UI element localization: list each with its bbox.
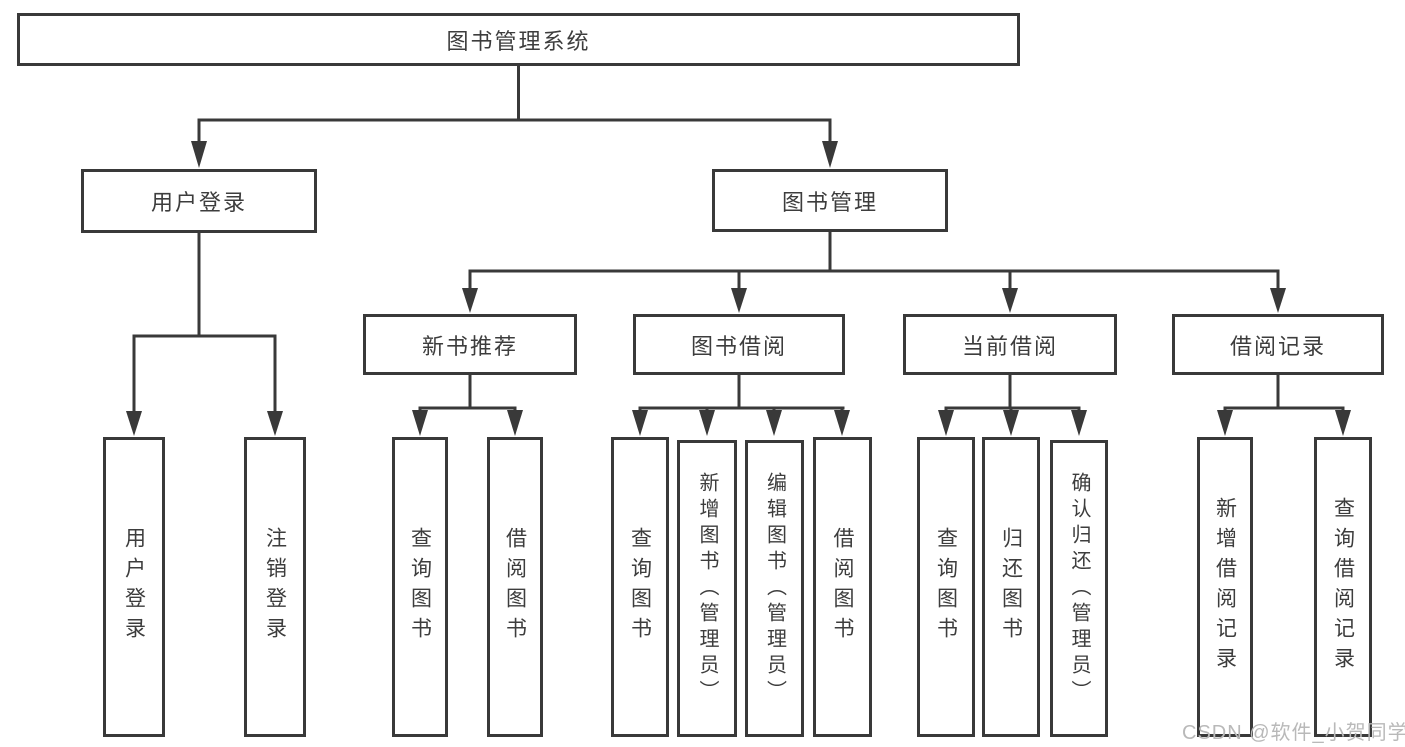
arrow-icon (1002, 288, 1018, 313)
node-book-borrowing-label: 图书借阅 (690, 333, 787, 359)
node-borrowing-records-label: 借阅记录 (1229, 333, 1326, 359)
arrow-icon (731, 288, 747, 313)
arrow-icon (412, 410, 428, 436)
node-borrowing-records: 借阅记录 (1172, 314, 1384, 375)
arrow-icon (507, 410, 523, 436)
arrow-icon (1217, 410, 1233, 436)
leaf-label: 借阅图书 (831, 527, 854, 647)
node-book-management-label: 图书管理 (781, 189, 878, 215)
leaf-confirm-return-admin: 确认归还（管理员） (1050, 440, 1108, 737)
edge-user-login-to-leaves (132, 231, 277, 415)
leaf-query-books-3: 查询图书 (917, 437, 975, 737)
leaf-label: 查询图书 (408, 527, 432, 647)
leaf-label: 注销登录 (263, 527, 287, 647)
arrow-icon (1270, 288, 1286, 313)
leaf-return-books: 归还图书 (982, 437, 1040, 737)
leaf-label: 新增图书（管理员） (696, 471, 718, 706)
leaf-edit-books-admin: 编辑图书（管理员） (745, 440, 804, 737)
node-new-book-recommend-label: 新书推荐 (421, 333, 518, 359)
leaf-logout: 注销登录 (244, 437, 306, 737)
leaf-label: 查询图书 (934, 527, 958, 647)
csdn-watermark: CSDN @软件_小贺同学 (1182, 722, 1405, 744)
edge-current-borrowing-to-leaves (944, 373, 1081, 414)
arrow-icon (699, 410, 715, 436)
edge-new-book-recommend-to-leaves (418, 373, 517, 414)
arrow-icon (1071, 410, 1087, 436)
arrow-icon (1335, 410, 1351, 436)
arrow-icon (462, 288, 478, 313)
edge-book-management-to-level3 (468, 230, 1280, 293)
edge-book-borrowing-to-leaves (638, 373, 845, 414)
node-book-management: 图书管理 (712, 169, 948, 232)
leaf-label: 查询借阅记录 (1331, 497, 1355, 677)
arrow-icon (822, 141, 838, 168)
leaf-borrow-books-1: 借阅图书 (487, 437, 543, 737)
leaf-query-books-1: 查询图书 (392, 437, 448, 737)
leaf-user-login: 用户登录 (103, 437, 165, 737)
node-user-login-label: 用户登录 (150, 190, 247, 215)
node-book-borrowing: 图书借阅 (633, 314, 845, 375)
edge-root-to-level2 (197, 64, 832, 147)
arrow-icon (267, 411, 283, 436)
leaf-label: 编辑图书（管理员） (763, 471, 786, 706)
arrow-icon (766, 410, 782, 436)
arrow-icon (191, 141, 207, 168)
leaf-label: 用户登录 (122, 527, 146, 647)
node-new-book-recommend: 新书推荐 (363, 314, 577, 375)
leaf-query-books-2: 查询图书 (611, 437, 669, 737)
leaf-label: 新增借阅记录 (1213, 497, 1237, 677)
node-user-login: 用户登录 (81, 169, 317, 233)
arrow-icon (632, 410, 648, 436)
arrow-icon (834, 410, 850, 436)
leaf-add-borrow-record: 新增借阅记录 (1197, 437, 1253, 737)
arrow-icon (126, 411, 142, 436)
arrowheads (126, 141, 1351, 436)
arrow-icon (1003, 410, 1019, 436)
leaf-add-books-admin: 新增图书（管理员） (677, 440, 737, 737)
leaf-label: 查询图书 (628, 527, 652, 647)
edge-borrowing-records-to-leaves (1223, 373, 1345, 414)
leaf-query-borrow-record: 查询借阅记录 (1314, 437, 1372, 737)
arrow-icon (938, 410, 954, 436)
leaf-label: 确认归还（管理员） (1068, 471, 1090, 706)
leaf-label: 归还图书 (999, 527, 1023, 647)
node-current-borrowing-label: 当前借阅 (961, 333, 1058, 359)
node-current-borrowing: 当前借阅 (903, 314, 1117, 375)
leaf-borrow-books-2: 借阅图书 (813, 437, 872, 737)
node-root-label: 图书管理系统 (446, 28, 591, 54)
node-root: 图书管理系统 (17, 13, 1020, 66)
leaf-label: 借阅图书 (503, 527, 527, 647)
